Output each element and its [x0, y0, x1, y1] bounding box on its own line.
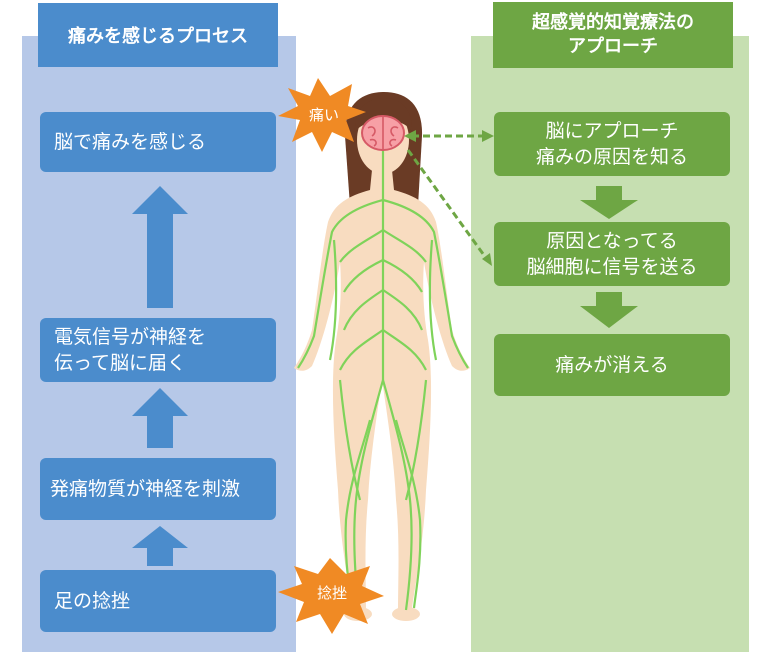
- down-arrow-2: [580, 292, 638, 328]
- up-arrow-2: [132, 388, 188, 448]
- approach-title: 超感覚的知覚療法の アプローチ: [493, 2, 733, 68]
- pain-badge: 痛い: [308, 106, 339, 124]
- up-arrow-1: [132, 186, 188, 308]
- step-send-signal: 原因となってる 脳細胞に信号を送る: [494, 222, 730, 286]
- step-sprain: 足の捻挫: [40, 570, 276, 632]
- dashed-link-2: [406, 149, 488, 259]
- step-signal-label: 電気信号が神経を 伝って脳に届く: [54, 326, 207, 374]
- step-approach-brain: 脳にアプローチ 痛みの原因を知る: [494, 112, 730, 176]
- step-send-label: 原因となってる 脳細胞に信号を送る: [526, 230, 698, 278]
- down-arrow-1: [580, 186, 638, 219]
- step-brain-label: 脳で痛みを感じる: [54, 131, 207, 153]
- up-arrow-3: [132, 526, 188, 566]
- step-sprain-label: 足の捻挫: [54, 590, 131, 612]
- step-brain-feels-pain: 脳で痛みを感じる: [40, 112, 276, 172]
- step-approach-label: 脳にアプローチ 痛みの原因を知る: [535, 120, 688, 168]
- pain-burst-top: [278, 78, 366, 152]
- step-pain-substance: 発痛物質が神経を刺激: [40, 458, 276, 520]
- step-signal-to-brain: 電気信号が神経を 伝って脳に届く: [40, 318, 276, 382]
- pain-burst-bottom: [278, 558, 384, 634]
- sprain-badge: 捻挫: [316, 584, 347, 602]
- step-pain-vanishes: 痛みが消える: [494, 334, 730, 396]
- process-title: 痛みを感じるプロセス: [38, 3, 278, 67]
- step-substance-label: 発痛物質が神経を刺激: [50, 478, 241, 500]
- step-vanish-label: 痛みが消える: [555, 354, 669, 376]
- human-figure: [294, 92, 470, 621]
